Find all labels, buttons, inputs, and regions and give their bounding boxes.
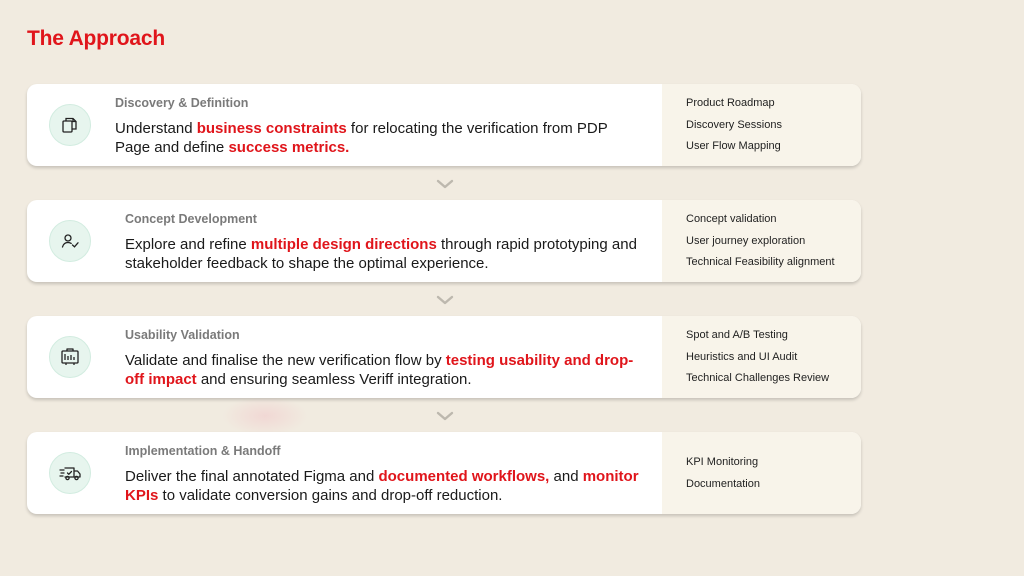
deliverables-panel: KPI Monitoring Documentation — [662, 432, 861, 514]
chevron-down-icon — [436, 295, 454, 305]
deliverable-item: User Flow Mapping — [686, 140, 781, 153]
step-stage-label: Implementation & Handoff — [125, 444, 281, 458]
chevron-down-icon — [436, 411, 454, 421]
step-card-concept: Concept Development Explore and refine m… — [27, 200, 861, 282]
deliverable-item: Technical Feasibility alignment — [686, 256, 835, 269]
step-description: Understand business constraints for relo… — [115, 120, 608, 156]
deliverable-item: Technical Challenges Review — [686, 372, 830, 385]
deliverables-panel: Concept validation User journey explorat… — [662, 200, 861, 282]
page-title: The Approach — [27, 27, 165, 50]
deliverables-panel: Product Roadmap Discovery Sessions User … — [662, 84, 861, 166]
step-description: Explore and refine multiple design direc… — [125, 236, 637, 272]
delivery-truck-icon — [49, 452, 91, 494]
usability-test-icon — [49, 336, 91, 378]
deliverable-item: User journey exploration — [686, 234, 806, 247]
step-card-implementation: Implementation & Handoff Deliver the fin… — [27, 432, 861, 514]
step-card-discovery: Discovery & Definition Understand busine… — [27, 84, 861, 166]
step-card-usability: Usability Validation Validate and finali… — [27, 316, 861, 398]
chevron-down-icon — [436, 179, 454, 189]
decorative-blob — [222, 396, 308, 436]
deliverable-item: Spot and A/B Testing — [686, 329, 788, 342]
deliverable-item: Discovery Sessions — [686, 118, 782, 131]
step-stage-label: Usability Validation — [125, 328, 240, 342]
step-description: Deliver the final annotated Figma and do… — [125, 468, 639, 504]
documents-icon — [49, 104, 91, 146]
deliverable-item: Concept validation — [686, 213, 777, 226]
step-description: Validate and finalise the new verificati… — [125, 352, 634, 388]
user-check-icon — [49, 220, 91, 262]
deliverable-item: Documentation — [686, 477, 760, 490]
deliverable-item: KPI Monitoring — [686, 456, 759, 468]
step-stage-label: Concept Development — [125, 212, 257, 226]
deliverable-item: Heuristics and UI Audit — [686, 350, 798, 363]
step-stage-label: Discovery & Definition — [115, 96, 249, 110]
deliverables-panel: Spot and A/B Testing Heuristics and UI A… — [662, 316, 861, 398]
deliverable-item: Product Roadmap — [686, 97, 775, 110]
